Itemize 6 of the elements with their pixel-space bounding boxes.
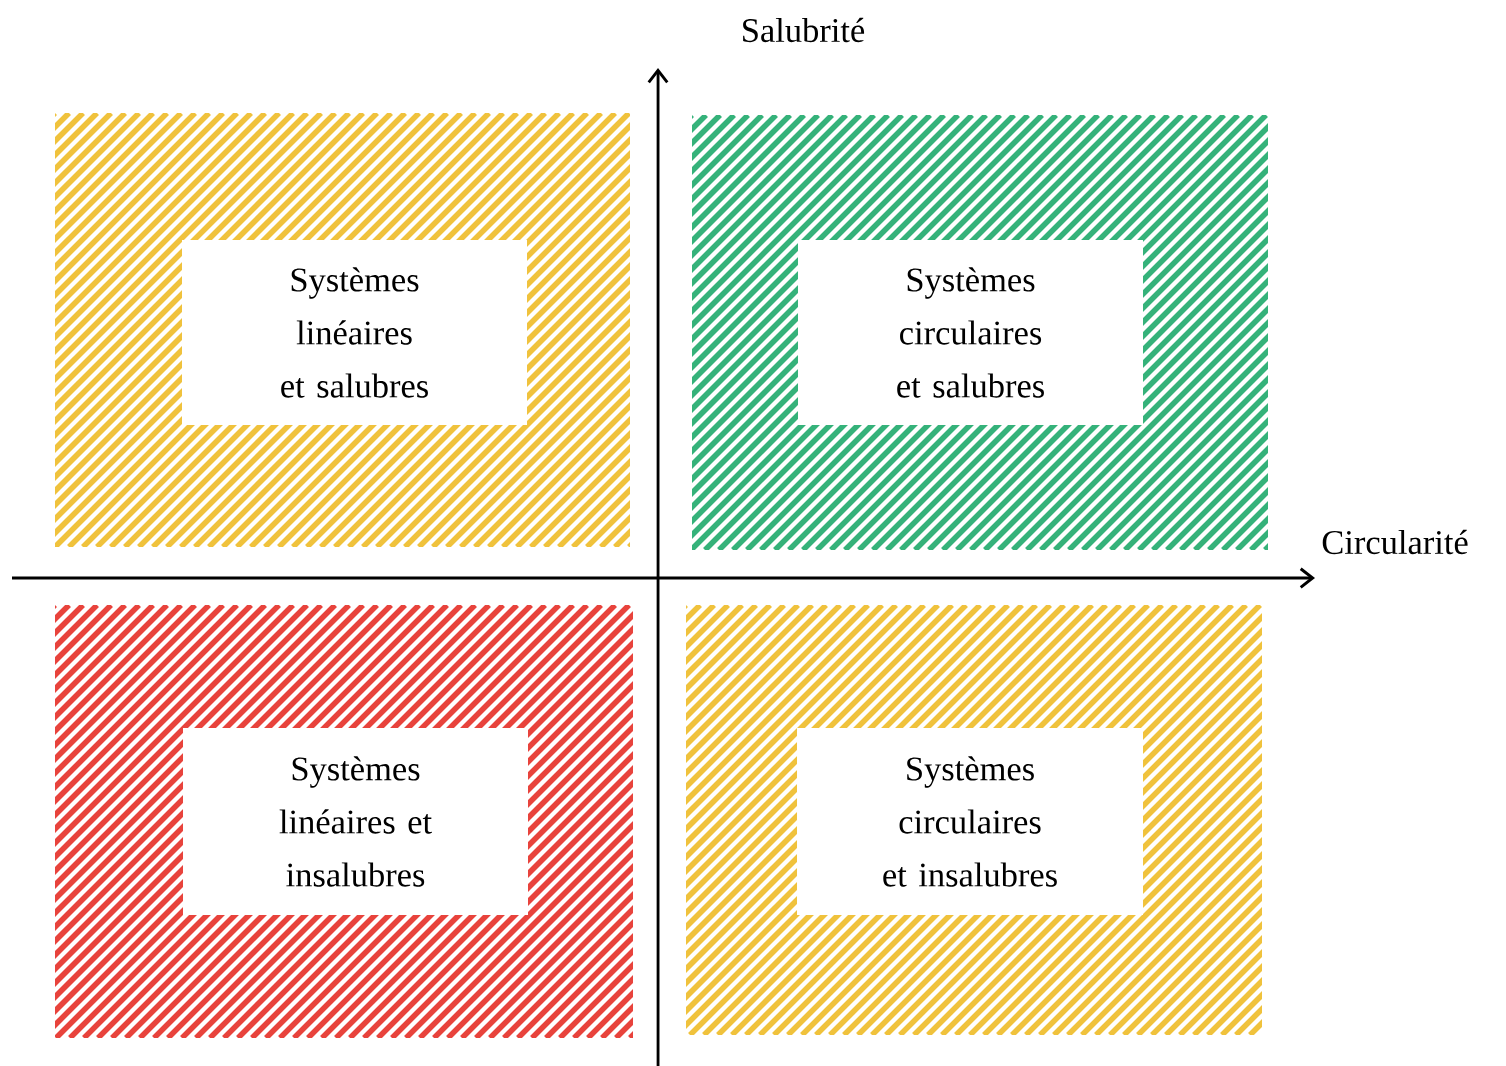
label-box: Systèmes circulaires et insalubres [797,728,1143,915]
label-box: Systèmes linéaires et insalubres [183,728,528,915]
axis-label: Circularité [1322,529,1468,555]
label-box: Systèmes circulaires et salubres [798,240,1143,425]
axis-label: Salubrité [743,17,865,43]
label-box: Systèmes linéaires et salubres [182,240,527,425]
